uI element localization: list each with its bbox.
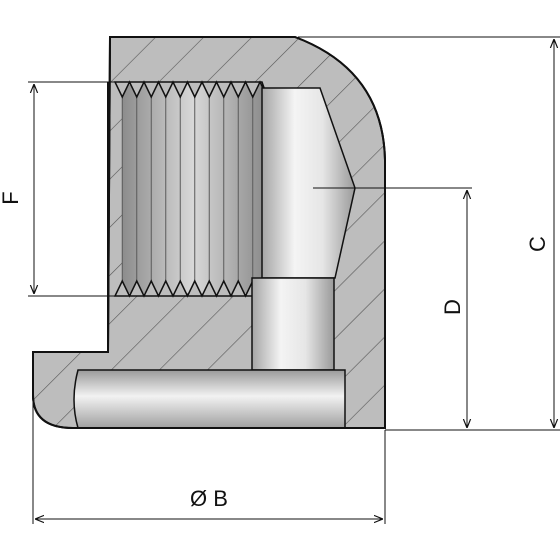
- inner-bore-cone: [261, 87, 356, 279]
- cap-outline: [32, 36, 386, 429]
- relief-bore: [251, 277, 335, 371]
- thread-lines: [121, 95, 254, 283]
- dim-b-label: Ø B: [190, 486, 228, 511]
- dim-f-label: F: [0, 191, 23, 204]
- dim-c-label: C: [525, 236, 550, 252]
- thread-teeth-top: [113, 80, 268, 99]
- flange-recess: [73, 369, 346, 429]
- dim-d-label: D: [440, 299, 465, 315]
- threaded-bore: [122, 85, 264, 293]
